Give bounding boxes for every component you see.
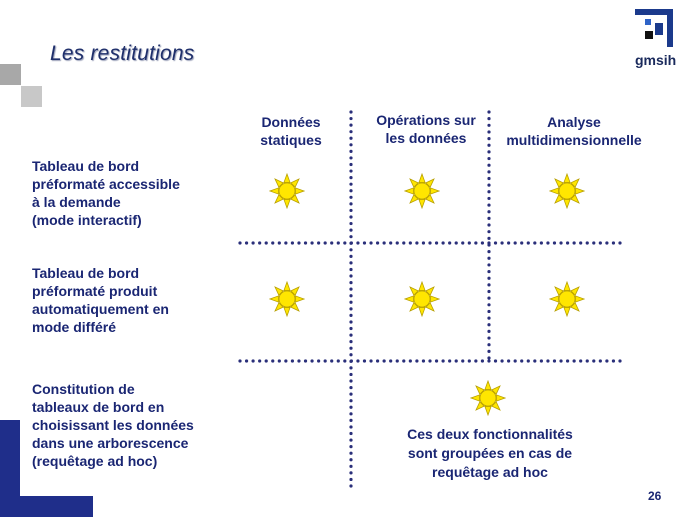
- grid-line-horizontal: [238, 359, 622, 363]
- sun-icon: [269, 281, 305, 317]
- row-header-line: Tableau de bord: [32, 158, 140, 174]
- row-header-line: Constitution de: [32, 381, 135, 397]
- row-header-adhoc: Constitution de tableaux de bord en choi…: [32, 380, 194, 470]
- page-number: 26: [648, 489, 662, 503]
- column-header-line: Analyse: [547, 114, 601, 130]
- logo-mark-icon: [635, 9, 673, 47]
- column-header-line: Opérations sur: [376, 112, 476, 128]
- decor-square-light: [21, 86, 42, 107]
- column-header-line: multidimensionnelle: [506, 132, 642, 148]
- note-line: Ces deux fonctionnalités: [407, 426, 573, 442]
- row-header-line: choisissant les données: [32, 417, 194, 433]
- sun-icon: [549, 281, 585, 317]
- accent-bar-bottom: [0, 496, 93, 517]
- row-header-line: automatiquement en: [32, 301, 169, 317]
- column-header-operations: Opérations sur les données: [362, 111, 490, 147]
- sun-icon: [404, 173, 440, 209]
- logo-text: gmsih: [635, 52, 677, 68]
- sun-icon: [269, 173, 305, 209]
- row-header-line: Tableau de bord: [32, 265, 140, 281]
- row-header-interactive: Tableau de bord préformaté accessible à …: [32, 157, 180, 229]
- grid-line-horizontal: [238, 241, 622, 245]
- slide-title: Les restitutions: [50, 42, 195, 65]
- row-header-deferred: Tableau de bord préformaté produit autom…: [32, 264, 169, 336]
- sun-icon: [404, 281, 440, 317]
- sun-icon: [549, 173, 585, 209]
- column-header-static: Données statiques: [236, 113, 346, 149]
- row-header-line: dans une arborescence: [32, 435, 189, 451]
- row-header-line: mode différé: [32, 319, 117, 335]
- column-header-line: statiques: [260, 132, 322, 148]
- row-header-line: préformaté accessible: [32, 176, 180, 192]
- column-header-multidimensional: Analyse multidimensionnelle: [492, 113, 656, 149]
- sun-icon: [470, 380, 506, 416]
- row-header-line: à la demande: [32, 194, 121, 210]
- grid-line-vertical: [349, 110, 353, 488]
- row-header-line: préformaté produit: [32, 283, 158, 299]
- column-header-line: Données: [261, 114, 321, 130]
- row-header-line: (requêtage ad hoc): [32, 453, 158, 469]
- note-line: requêtage ad hoc: [432, 464, 548, 480]
- row-header-line: tableaux de bord en: [32, 399, 165, 415]
- gmsih-logo: [635, 9, 673, 47]
- column-header-line: les données: [385, 130, 467, 146]
- row-header-line: (mode interactif): [32, 212, 142, 228]
- accent-bar-left: [0, 420, 20, 517]
- grouping-note: Ces deux fonctionnalités sont groupées e…: [380, 425, 600, 482]
- decor-square-dark: [0, 64, 21, 85]
- note-line: sont groupées en cas de: [407, 445, 573, 461]
- grid-line-vertical: [487, 110, 491, 360]
